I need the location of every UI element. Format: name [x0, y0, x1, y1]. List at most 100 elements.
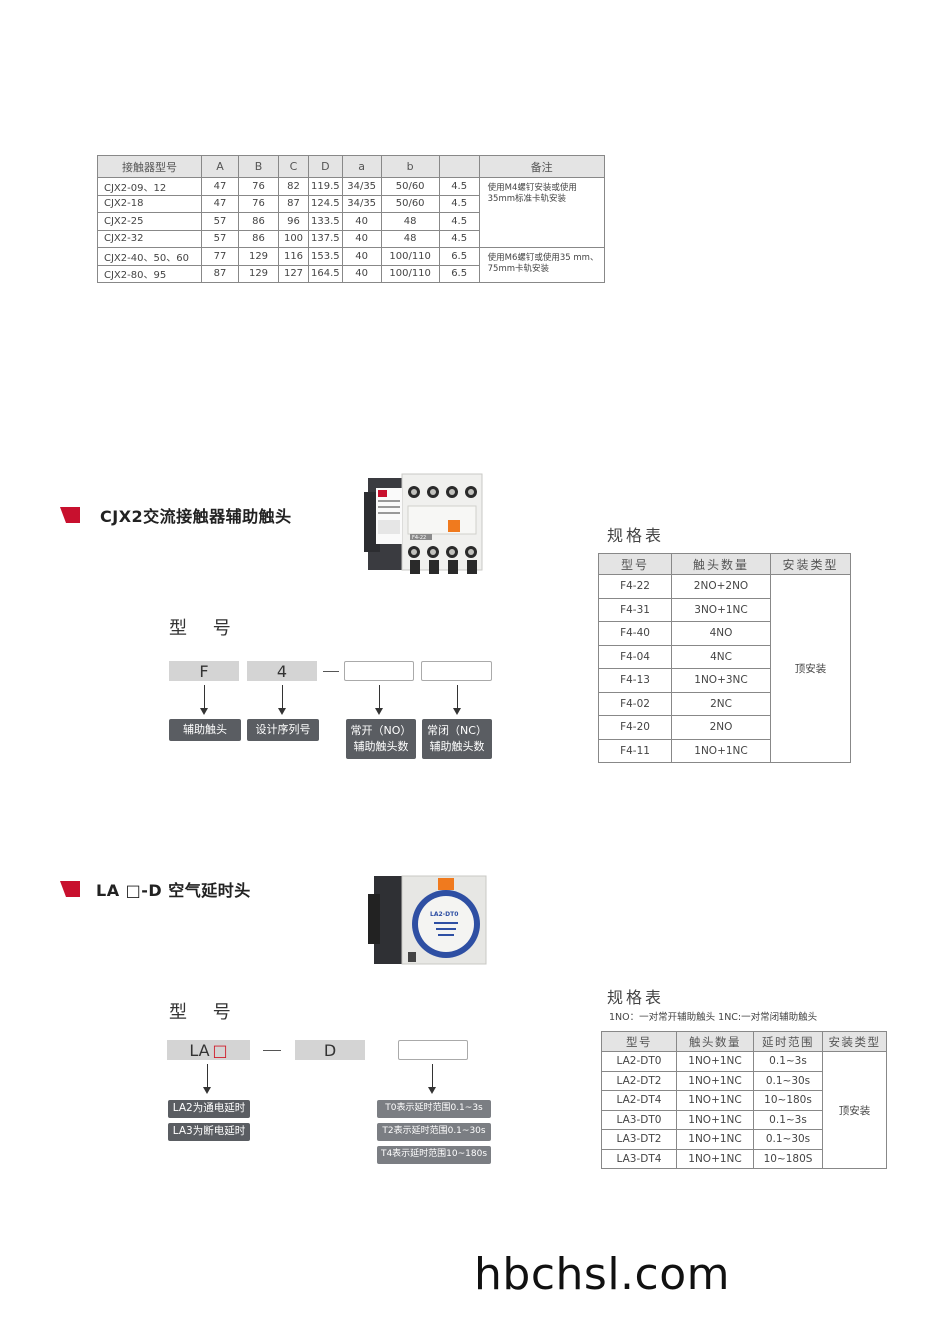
- la-header-model: 型号: [601, 1031, 677, 1052]
- label-la2: LA2为通电延时: [168, 1100, 250, 1118]
- model-cell: CJX2-32: [97, 229, 202, 248]
- value-cell: 57: [201, 229, 239, 248]
- value-cell: 4.5: [438, 229, 480, 248]
- model-cell: F4-40: [598, 621, 672, 646]
- label-nc-line1: 常闭（NC）: [427, 724, 487, 738]
- install-type-cell: 顶安装: [770, 574, 851, 763]
- header-notes: 备注: [478, 155, 605, 178]
- value-cell: 4.5: [438, 212, 480, 231]
- model-cell: LA2-DT2: [601, 1070, 677, 1091]
- code-dash: [263, 1050, 281, 1051]
- model-cell: F4-20: [598, 715, 672, 740]
- section-marker-icon: [60, 881, 80, 897]
- label-no-line2: 辅助触头数: [353, 740, 409, 753]
- f4-product-label: F4-22: [412, 535, 426, 541]
- label-aux-contact: 辅助触头: [169, 719, 241, 741]
- value-cell: 76: [238, 177, 279, 196]
- code-dash: [323, 671, 339, 672]
- code-part-la: LA□: [167, 1040, 250, 1060]
- value-cell: 133.5: [308, 212, 343, 231]
- delay-cell: 10~180s: [753, 1090, 823, 1111]
- label-t0: T0表示延时范围0.1~3s: [377, 1100, 491, 1118]
- value-cell: 77: [201, 247, 239, 266]
- la-header-contacts: 触头数量: [676, 1031, 754, 1052]
- code-slot-no: [344, 661, 414, 681]
- model-cell: F4-04: [598, 644, 672, 669]
- section-header-air-timer: LA □-D 空气延时头: [60, 877, 251, 901]
- value-cell: 100: [278, 229, 309, 248]
- model-cell: CJX2-09、12: [97, 177, 202, 196]
- value-cell: 47: [201, 177, 239, 196]
- code-part-4: 4: [247, 661, 317, 681]
- contacts-cell: 1NO+1NC: [671, 738, 771, 763]
- value-cell: 6.5: [438, 247, 480, 266]
- label-no-count: 常开（NO） 辅助触头数: [346, 719, 416, 759]
- label-t2: T2表示延时范围0.1~30s: [377, 1123, 491, 1141]
- value-cell: 40: [341, 247, 382, 266]
- header-d-upper: D: [308, 155, 343, 178]
- section-title: LA □-D 空气延时头: [96, 881, 251, 900]
- delay-cell: 0.1~3s: [753, 1109, 823, 1130]
- value-cell: 129: [238, 264, 279, 283]
- delay-cell: 0.1~30s: [753, 1129, 823, 1150]
- value-cell: 127: [278, 264, 309, 283]
- contacts-cell: 1NO+1NC: [676, 1109, 754, 1130]
- value-cell: 164.5: [308, 264, 343, 283]
- spec-title-2: 规格表: [607, 988, 665, 1007]
- label-no-line1: 常开（NO）: [350, 724, 412, 738]
- arrow-down-icon: [200, 685, 208, 715]
- f4-header-contacts: 触头数量: [671, 553, 771, 575]
- value-cell: 34/35: [341, 177, 382, 196]
- header-a-lower: a: [341, 155, 382, 178]
- value-cell: 6.5: [438, 264, 480, 283]
- la-product-image: LA2-DT0: [368, 875, 487, 965]
- model-cell: F4-02: [598, 691, 672, 716]
- section-title: CJX2交流接触器辅助触头: [100, 507, 292, 526]
- contacts-cell: 3NO+1NC: [671, 597, 771, 622]
- model-heading-1: 型 号: [169, 618, 241, 639]
- contacts-cell: 4NC: [671, 644, 771, 669]
- value-cell: 100/110: [380, 247, 440, 266]
- la-header-install: 安装类型: [822, 1031, 887, 1052]
- code-la-text: LA: [189, 1040, 210, 1060]
- value-cell: 4.5: [438, 194, 480, 213]
- delay-cell: 0.1~3s: [753, 1051, 823, 1072]
- arrow-down-icon: [375, 685, 383, 715]
- contacts-cell: 2NC: [671, 691, 771, 716]
- code-la-box: □: [212, 1040, 228, 1060]
- value-cell: 124.5: [308, 194, 343, 213]
- header-model: 接触器型号: [97, 155, 202, 178]
- value-cell: 96: [278, 212, 309, 231]
- la-dial-label: LA2-DT0: [430, 911, 458, 918]
- value-cell: 48: [380, 229, 440, 248]
- arrow-down-icon: [453, 685, 461, 715]
- value-cell: 50/60: [380, 194, 440, 213]
- value-cell: 34/35: [341, 194, 382, 213]
- value-cell: 82: [278, 177, 309, 196]
- value-cell: 119.5: [308, 177, 343, 196]
- delay-cell: 10~180S: [753, 1148, 823, 1169]
- value-cell: 153.5: [308, 247, 343, 266]
- model-heading-2: 型 号: [169, 1002, 241, 1023]
- code-slot-range: [398, 1040, 468, 1060]
- value-cell: 137.5: [308, 229, 343, 248]
- value-cell: 47: [201, 194, 239, 213]
- code-part-f: F: [169, 661, 239, 681]
- value-cell: 48: [380, 212, 440, 231]
- value-cell: 50/60: [380, 177, 440, 196]
- contacts-cell: 1NO+3NC: [671, 668, 771, 693]
- value-cell: 129: [238, 247, 279, 266]
- section-marker-icon: [60, 507, 80, 523]
- value-cell: 87: [201, 264, 239, 283]
- model-cell: LA3-DT2: [601, 1129, 677, 1150]
- contacts-cell: 2NO+2NO: [671, 574, 771, 599]
